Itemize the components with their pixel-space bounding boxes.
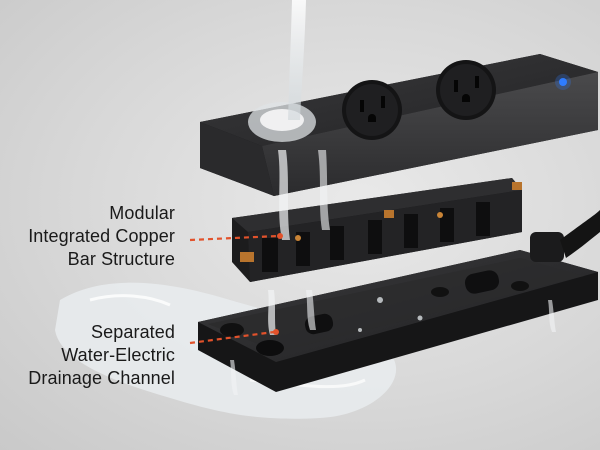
power-outlet-icon	[436, 60, 496, 120]
callout-copper-bar: Modular Integrated Copper Bar Structure	[28, 202, 175, 271]
base-tray	[198, 210, 600, 392]
callout-line: Separated	[91, 322, 175, 342]
callout-line: Water-Electric	[61, 345, 175, 365]
callout-line: Modular	[109, 203, 175, 223]
callout-drainage-channel: Separated Water-Electric Drainage Channe…	[28, 321, 175, 390]
outlet-housing	[200, 54, 598, 196]
callout-leader-lines	[189, 233, 283, 345]
copper-bar-module	[232, 178, 522, 282]
callout-line: Drainage Channel	[28, 368, 175, 388]
water-stream	[230, 0, 556, 395]
power-outlet-icon	[342, 80, 402, 140]
led-indicator-icon	[559, 78, 567, 86]
callout-line: Integrated Copper	[28, 226, 175, 246]
callout-line: Bar Structure	[67, 249, 175, 269]
